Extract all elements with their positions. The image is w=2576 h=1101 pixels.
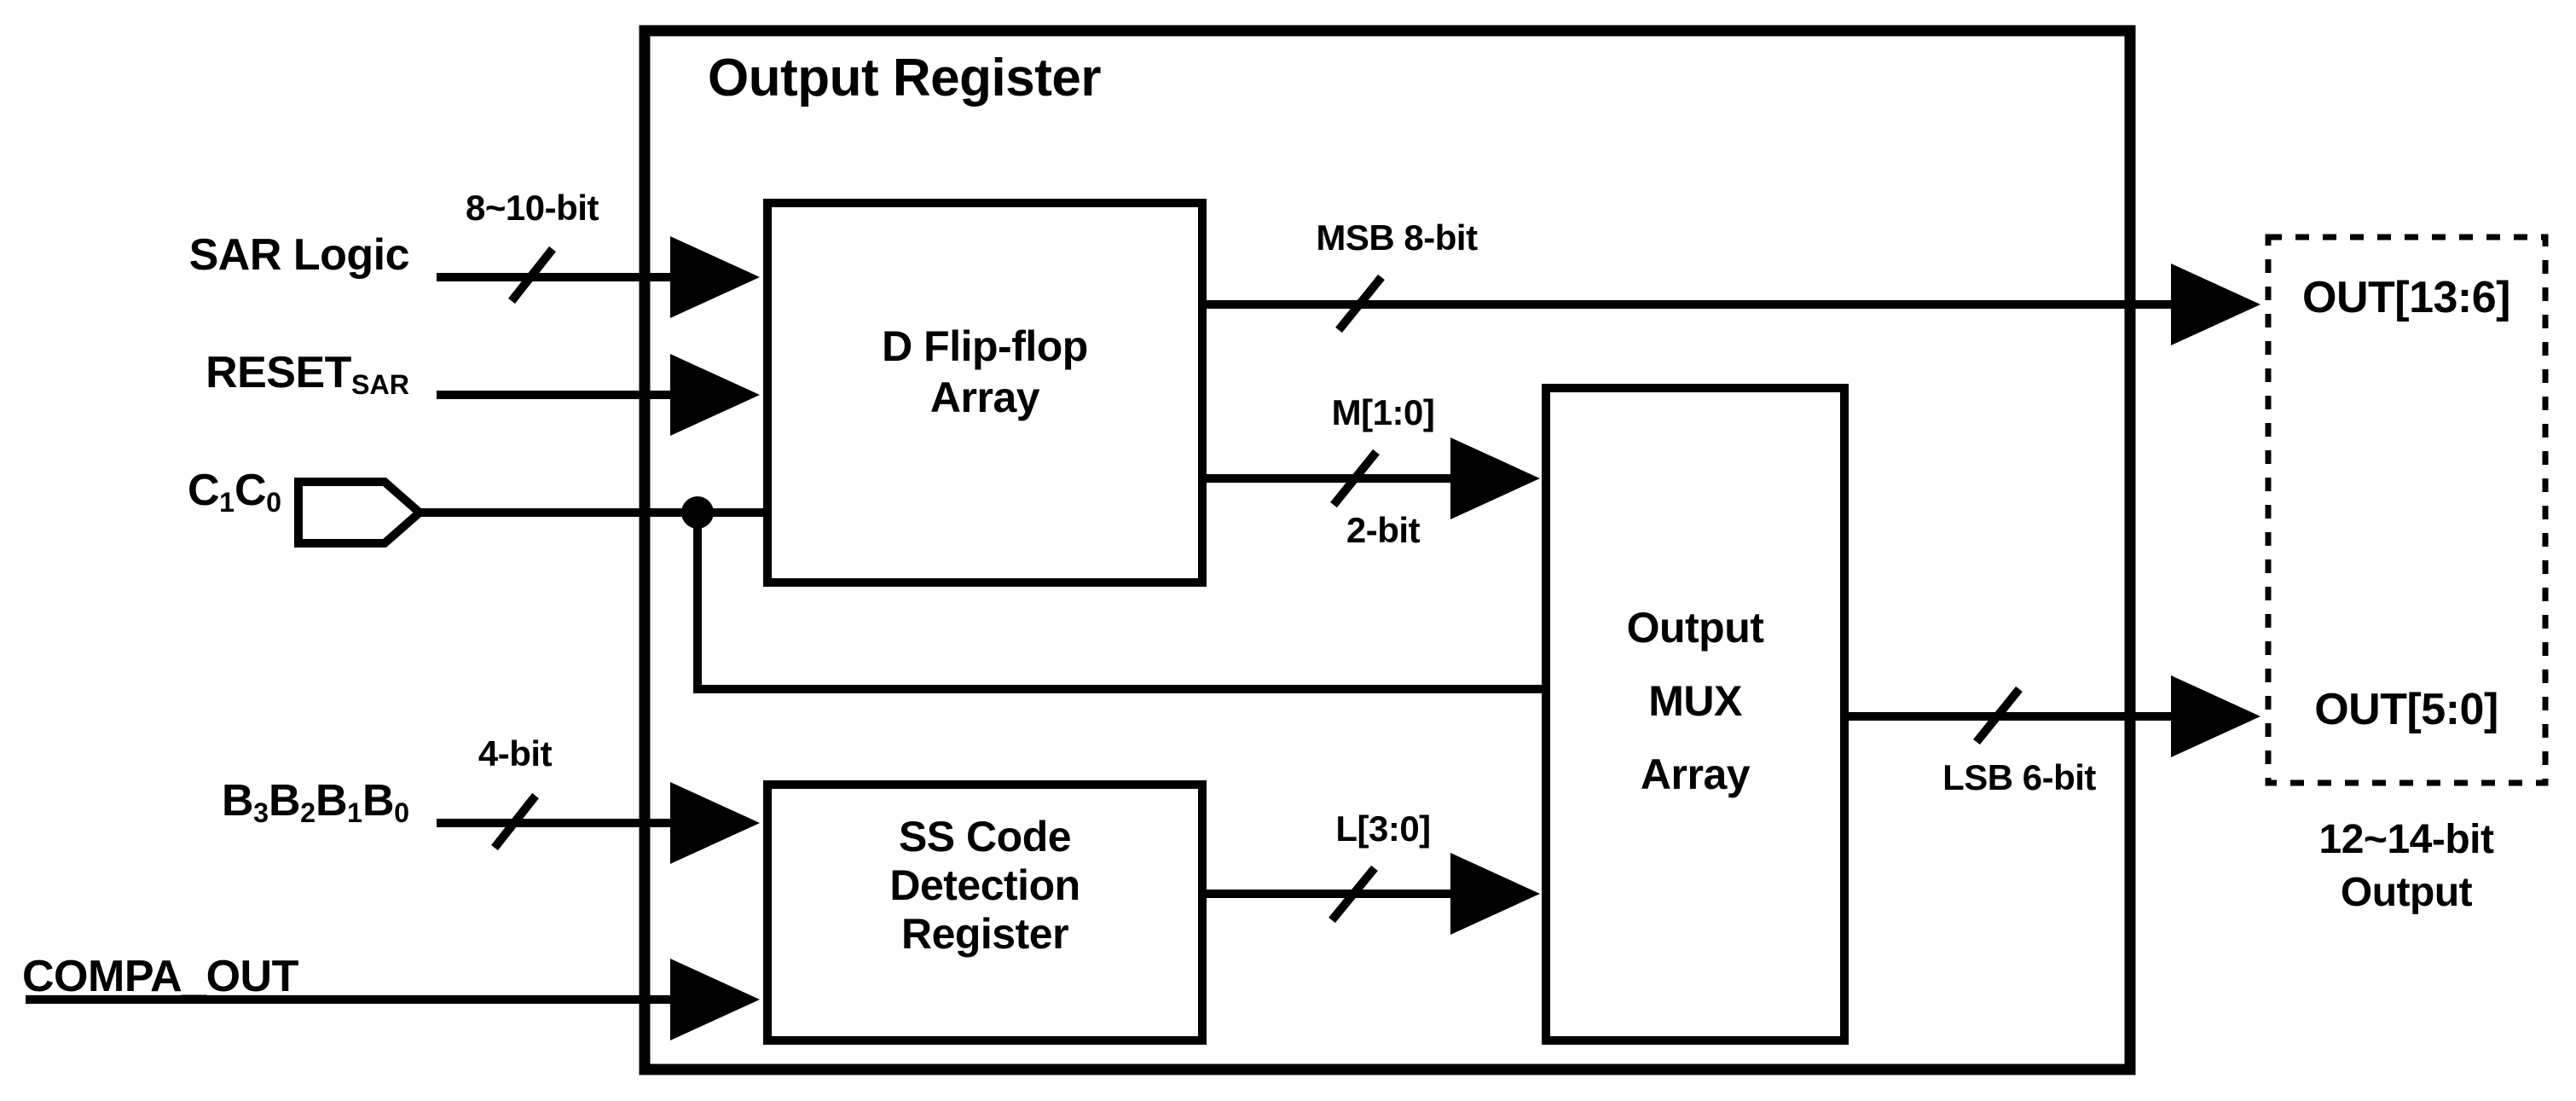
ss-code-detection-register-block bbox=[763, 780, 1207, 1045]
input-label-c1c0: C1C0 bbox=[188, 466, 281, 517]
output-caption-line2: Output bbox=[2340, 870, 2473, 915]
bus-label-msb: MSB 8-bit bbox=[1316, 217, 1478, 258]
bus-slash-msb bbox=[1335, 274, 1385, 333]
b2-subscript: 2 bbox=[300, 797, 315, 829]
c1-char: C bbox=[188, 466, 220, 515]
output-label-lower: OUT[5:0] bbox=[2314, 685, 2498, 734]
b3-subscript: 3 bbox=[253, 797, 269, 829]
d-flip-flop-array-block bbox=[763, 199, 1207, 587]
b3-char: B bbox=[222, 776, 254, 826]
input-label-b3b2b1b0: B3B2B1B0 bbox=[222, 776, 409, 827]
block-label-mux-line3: Array bbox=[1640, 750, 1751, 798]
block-label-dff-line2: Array bbox=[929, 374, 1040, 421]
output-label-upper: OUT[13:6] bbox=[2302, 273, 2510, 322]
bus-label-lsb: LSB 6-bit bbox=[1942, 757, 2096, 797]
bus-label-m: M[1:0] bbox=[1331, 392, 1435, 432]
input-label-compa-out: COMPA_OUT bbox=[22, 952, 298, 1001]
bus-slash-m-bus bbox=[1330, 449, 1380, 508]
b2-char: B bbox=[269, 776, 301, 826]
input-label-reset-sar: RESETSAR bbox=[206, 348, 409, 399]
bus-label-sar-input: 8~10-bit bbox=[466, 188, 599, 228]
block-label-ss-line2: Detection bbox=[889, 861, 1080, 909]
reset-sar-main: RESET bbox=[206, 348, 351, 397]
bus-slash-sar-logic bbox=[508, 246, 556, 304]
c1-subscript: 1 bbox=[219, 487, 234, 519]
b1-char: B bbox=[315, 776, 348, 826]
c1c0-pentagon-tag bbox=[294, 478, 426, 548]
block-label-ss-line3: Register bbox=[900, 910, 1069, 958]
c0-subscript: 0 bbox=[266, 487, 281, 519]
bus-label-b-input: 4-bit bbox=[478, 733, 553, 774]
reset-sar-subscript: SAR bbox=[350, 369, 409, 401]
bus-slash-l-bus bbox=[1329, 865, 1378, 924]
c0-char: C bbox=[234, 466, 267, 515]
b0-char: B bbox=[362, 776, 395, 826]
output-register-boundary bbox=[639, 25, 2136, 1075]
output-bus-dashed-box bbox=[2265, 234, 2549, 786]
bus-label-m-width: 2-bit bbox=[1346, 510, 1421, 550]
block-label-mux-line1: Output bbox=[1626, 604, 1764, 652]
block-label-dff-line1: D Flip-flop bbox=[882, 322, 1088, 370]
b0-subscript: 0 bbox=[394, 797, 409, 829]
output-caption-line1: 12~14-bit bbox=[2318, 817, 2494, 862]
block-label-mux-line2: MUX bbox=[1648, 677, 1742, 725]
page-title: Output Register bbox=[708, 49, 1101, 107]
b1-subscript: 1 bbox=[347, 797, 362, 829]
bus-slash-b3b2b1b0 bbox=[491, 792, 539, 851]
bus-slash-lsb bbox=[1973, 686, 2023, 745]
wire-c1c0-branch-to-mux bbox=[693, 513, 1546, 693]
input-label-sar-logic: SAR Logic bbox=[188, 230, 410, 280]
bus-label-l: L[3:0] bbox=[1335, 808, 1431, 849]
block-label-ss-line1: SS Code bbox=[898, 813, 1072, 861]
